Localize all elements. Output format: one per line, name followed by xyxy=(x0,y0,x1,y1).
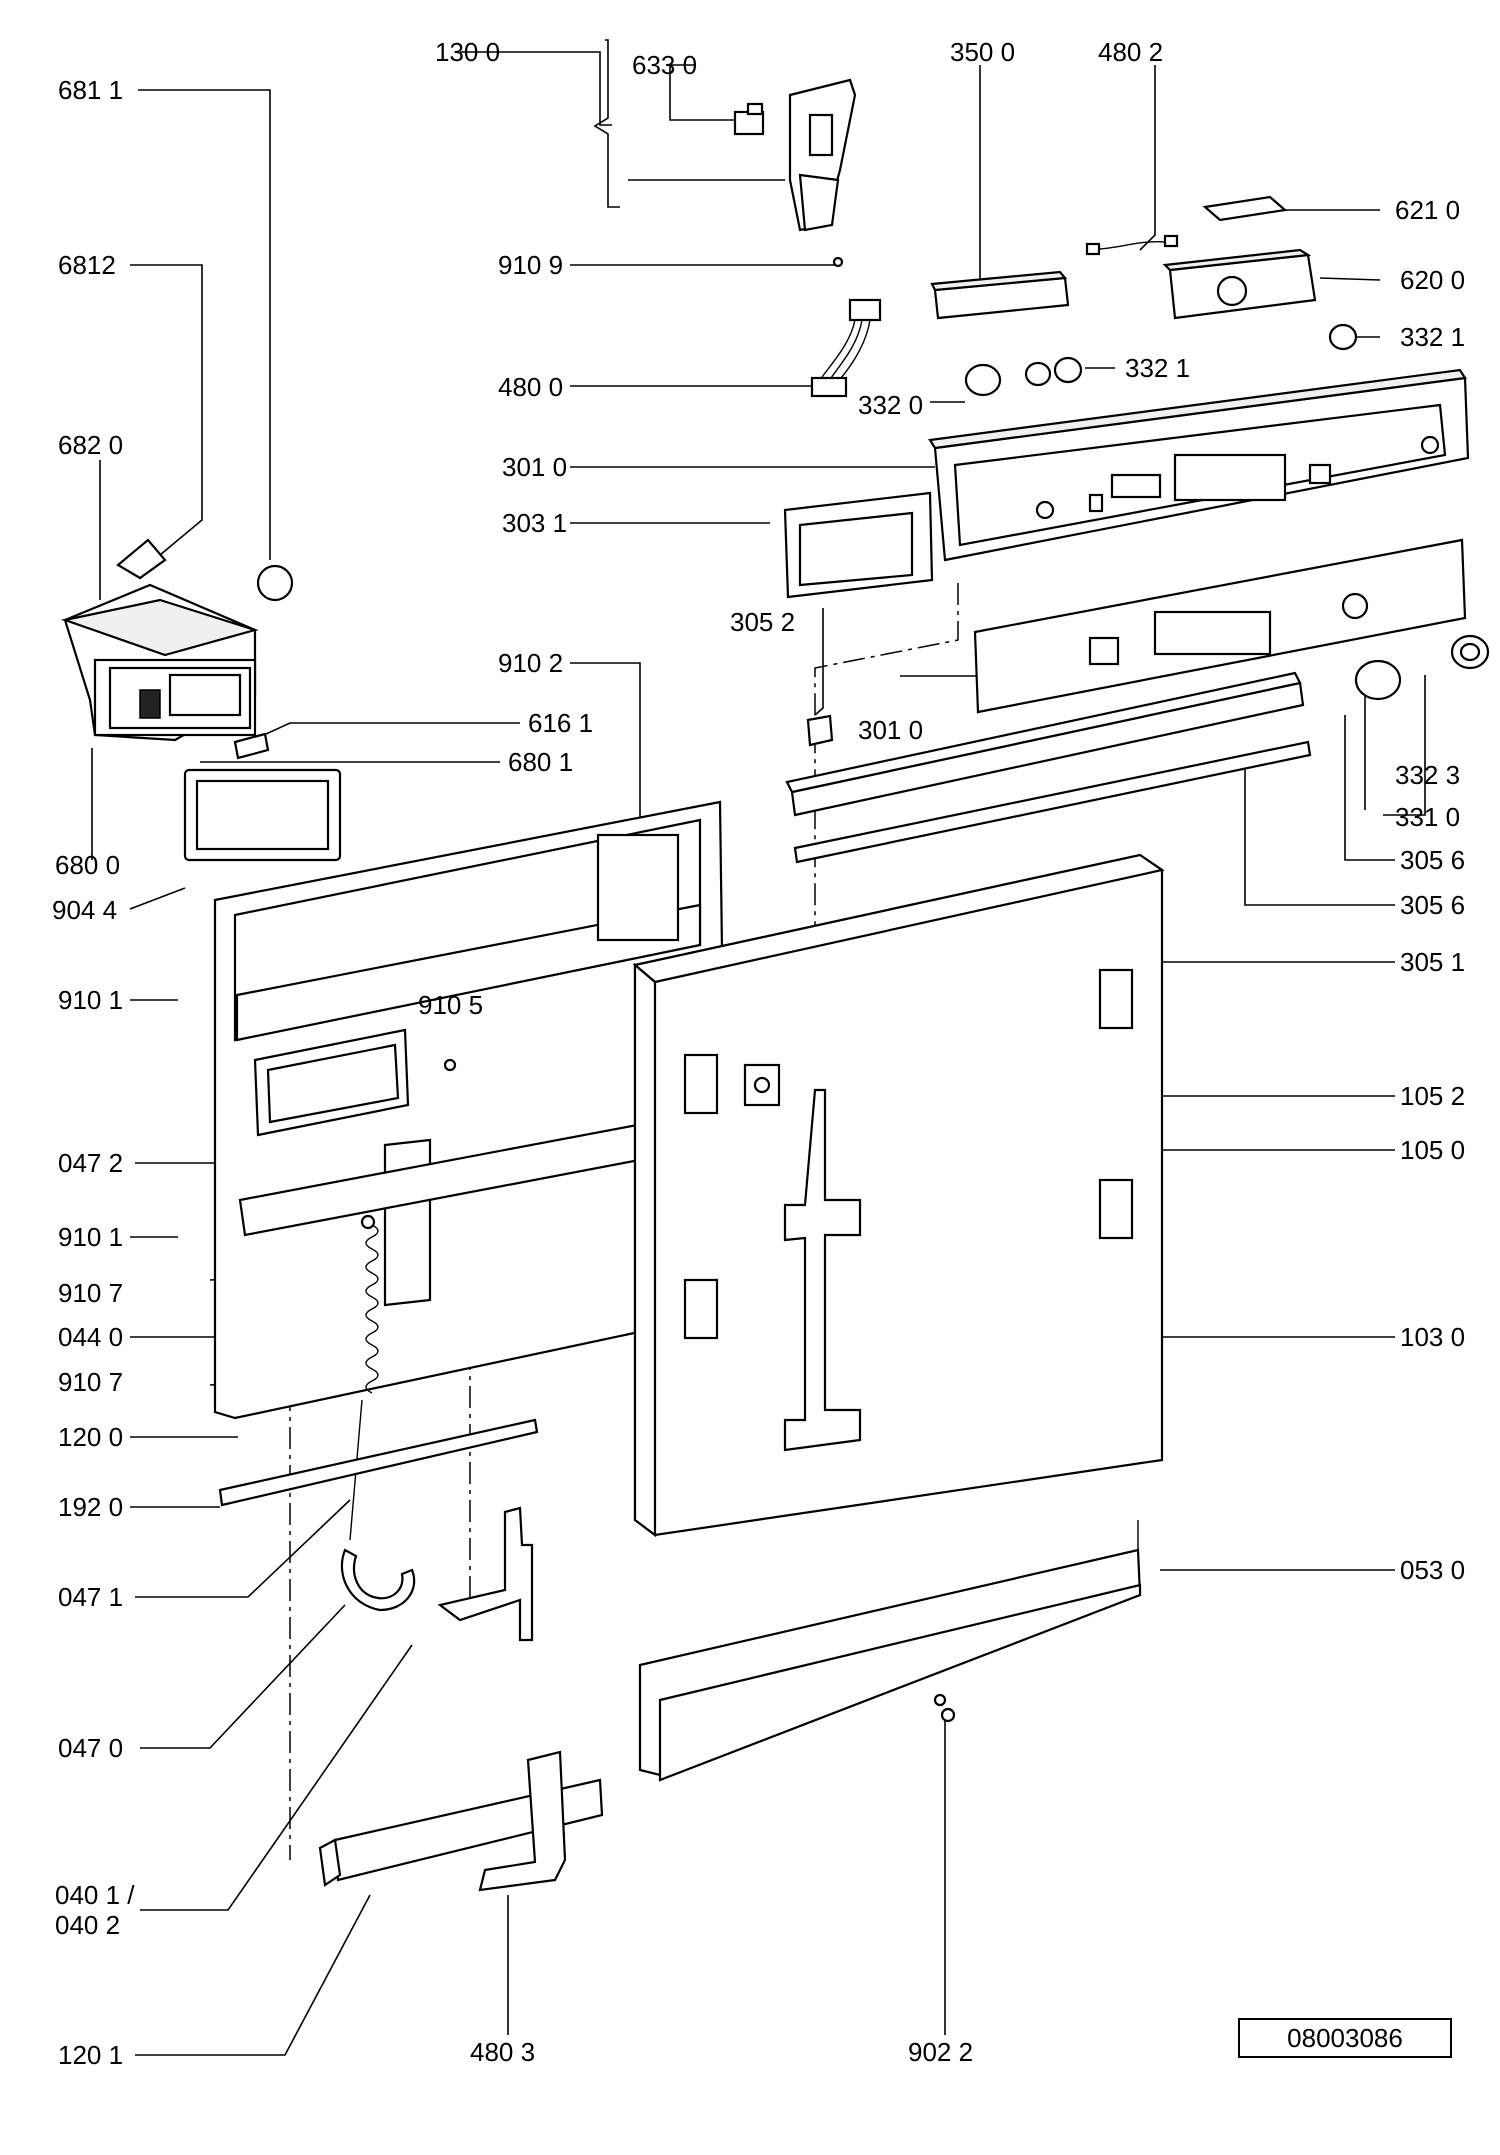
part-label-910-1-upper: 910 1 xyxy=(58,985,124,1015)
part-label-480-2: 480 2 xyxy=(1098,37,1164,67)
part-label-053-0: 053 0 xyxy=(1400,1555,1466,1585)
part-label-620-0: 620 0 xyxy=(1400,265,1466,295)
outer-door-panel xyxy=(632,853,1165,1538)
part-label-904-4: 904 4 xyxy=(52,895,118,925)
part-label-305-6-lower: 305 6 xyxy=(1400,890,1466,920)
part-label-621-0: 621 0 xyxy=(1395,195,1461,225)
part-label-305-2: 305 2 xyxy=(730,607,796,637)
part-label-192-0: 192 0 xyxy=(58,1492,124,1522)
part-label-350-0: 350 0 xyxy=(950,37,1016,67)
part-label-682-0: 682 0 xyxy=(58,430,124,460)
part-label-633-0: 633 0 xyxy=(632,50,698,80)
part-label-910-9: 910 9 xyxy=(498,250,564,280)
part-label-305-1: 305 1 xyxy=(1400,947,1466,977)
bottom-parts xyxy=(318,1520,1142,1892)
part-label-616-1: 616 1 xyxy=(528,708,594,738)
control-panel xyxy=(783,368,1490,747)
part-label-910-1-lower: 910 1 xyxy=(58,1222,124,1252)
part-label-681-1: 681 1 xyxy=(58,75,124,105)
dispenser-unit xyxy=(60,538,342,862)
part-label-120-1: 120 1 xyxy=(58,2040,124,2070)
part-label-332-3: 332 3 xyxy=(1395,760,1461,790)
part-label-105-2: 105 2 xyxy=(1400,1081,1466,1111)
inner-door-liner xyxy=(213,800,724,1420)
part-label-044-0: 044 0 xyxy=(58,1322,124,1352)
part-label-301-0-lower: 301 0 xyxy=(858,715,924,745)
part-label-047-1: 047 1 xyxy=(58,1582,124,1612)
part-label-910-7-lower: 910 7 xyxy=(58,1367,124,1397)
part-label-047-2: 047 2 xyxy=(58,1148,124,1178)
part-label-301-0-upper: 301 0 xyxy=(502,452,568,482)
part-label-332-1-right: 332 1 xyxy=(1400,322,1466,352)
part-label-105-0: 105 0 xyxy=(1400,1135,1466,1165)
trim-rails xyxy=(785,671,1312,864)
part-label-305-6-upper: 305 6 xyxy=(1400,845,1466,875)
part-label-331-0: 331 0 xyxy=(1395,802,1461,832)
part-label-680-0: 680 0 xyxy=(55,850,121,880)
drawing-reference-number: 08003086 xyxy=(1238,2018,1452,2058)
part-label-910-2: 910 2 xyxy=(498,648,564,678)
part-label-332-0: 332 0 xyxy=(858,390,924,420)
hinge-spring xyxy=(218,1214,539,1642)
part-label-332-1: 332 1 xyxy=(1125,353,1191,383)
part-label-910-5: 910 5 xyxy=(418,990,484,1020)
part-label-040-1: 040 1 / xyxy=(55,1880,135,1910)
part-label-103-0: 103 0 xyxy=(1400,1322,1466,1352)
part-label-130-0: 130 0 xyxy=(435,37,501,67)
part-label-6812: 6812 xyxy=(58,250,116,280)
part-label-040-2: 040 2 xyxy=(55,1910,121,1940)
part-label-303-1: 303 1 xyxy=(502,508,568,538)
part-label-910-7-upper: 910 7 xyxy=(58,1278,124,1308)
part-label-120-0: 120 0 xyxy=(58,1422,124,1452)
part-label-680-1: 680 1 xyxy=(508,747,574,777)
part-label-480-3: 480 3 xyxy=(470,2037,536,2067)
part-label-047-0: 047 0 xyxy=(58,1733,124,1763)
top-small-parts xyxy=(733,78,1358,398)
part-label-902-2: 902 2 xyxy=(908,2037,974,2067)
part-label-480-0: 480 0 xyxy=(498,372,564,402)
